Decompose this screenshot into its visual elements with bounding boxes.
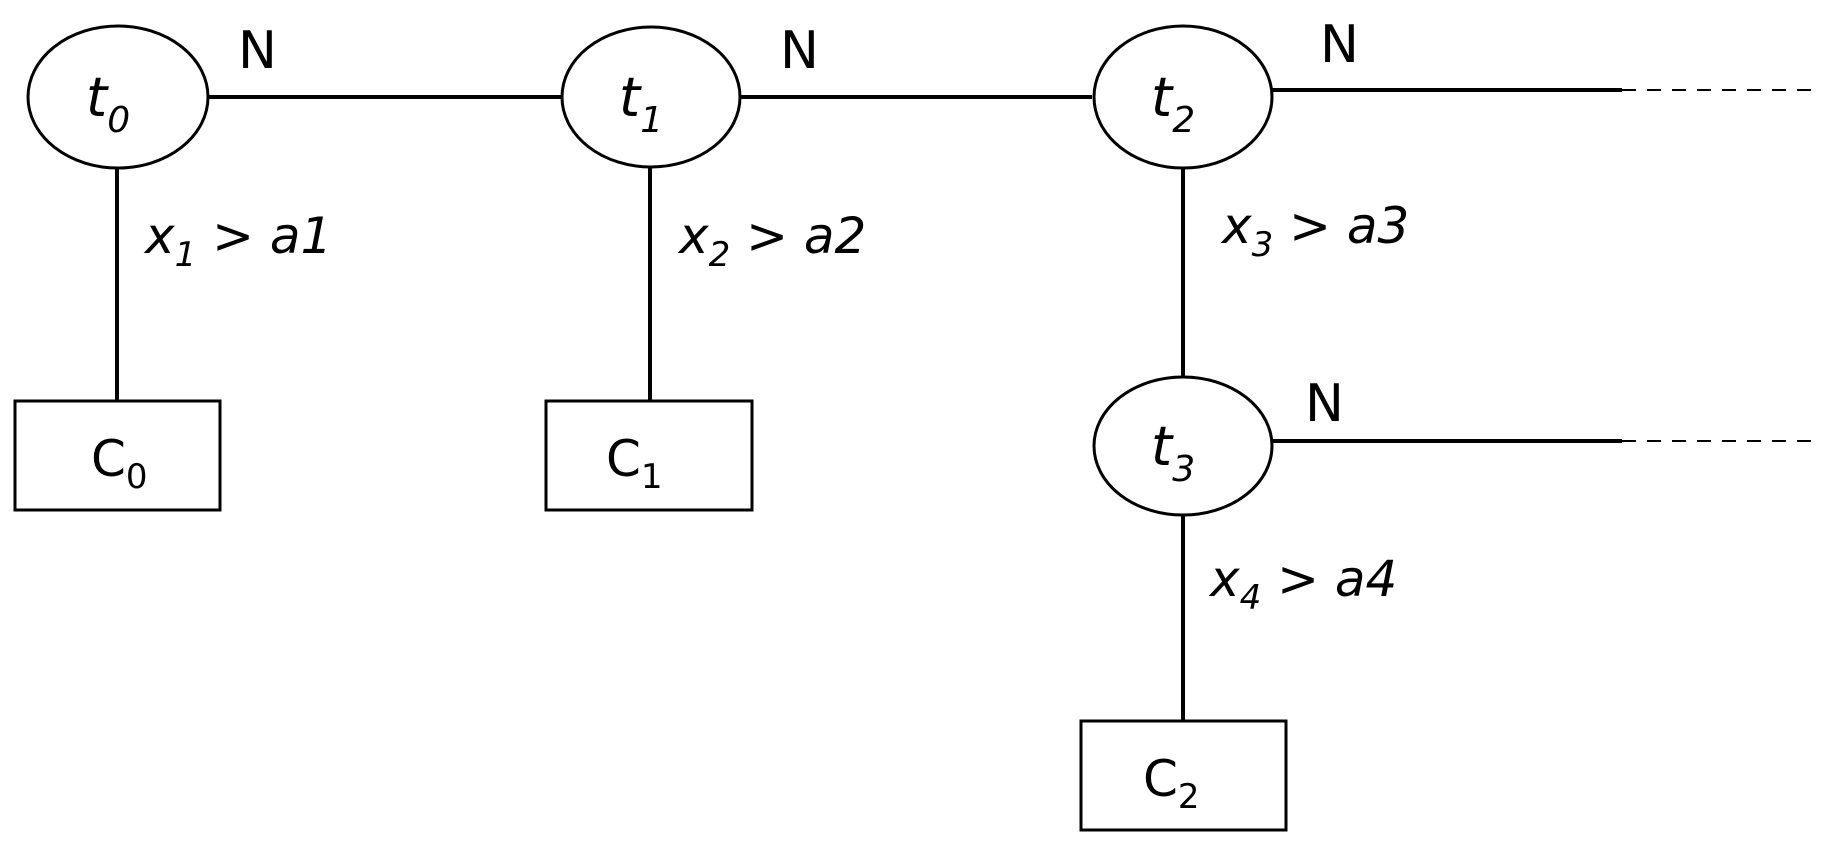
svg-text:C0: C0 xyxy=(91,430,148,497)
svg-text:t3: t3 xyxy=(1151,415,1195,490)
svg-text:t0: t0 xyxy=(86,66,130,141)
node-t3-sub: 3 xyxy=(1172,449,1195,490)
leaf-c0: C0 xyxy=(13,399,222,512)
leaf-c1-sub: 1 xyxy=(641,457,663,497)
svg-text:C1: C1 xyxy=(606,430,663,497)
node-t1: t1 xyxy=(560,25,742,169)
svg-text:C2: C2 xyxy=(1143,750,1200,817)
node-t1-sub: 1 xyxy=(640,100,663,141)
leaf-c0-sub: 0 xyxy=(126,457,148,497)
node-t0-sub: 0 xyxy=(107,100,130,141)
condition-label-3: x3 > a3 xyxy=(1220,197,1409,265)
node-t0-main: t xyxy=(86,66,109,129)
condition-label-4: x4 > a4 xyxy=(1208,550,1397,618)
edge-label-t0-t1: N xyxy=(238,21,277,81)
node-t2-sub: 2 xyxy=(1172,100,1195,141)
node-t0: t0 xyxy=(26,24,210,170)
svg-text:t2: t2 xyxy=(1151,66,1195,141)
leaf-c1: C1 xyxy=(544,399,754,512)
edge-label-t3-out: N xyxy=(1305,374,1344,434)
svg-text:t1: t1 xyxy=(619,66,663,141)
edge-label-t2-out: N xyxy=(1320,15,1359,75)
edge-label-t1-t2: N xyxy=(780,21,819,81)
leaf-c2: C2 xyxy=(1079,719,1288,832)
leaf-c2-main: C xyxy=(1143,750,1178,808)
node-t2-main: t xyxy=(1151,66,1174,129)
condition-label-2: x2 > a2 xyxy=(677,207,866,275)
leaf-c1-main: C xyxy=(606,430,641,488)
node-t1-main: t xyxy=(619,66,642,129)
condition-label-1: x1 > a1 xyxy=(143,207,332,275)
leaf-c2-sub: 2 xyxy=(1178,777,1200,817)
node-t2: t2 xyxy=(1092,24,1274,170)
node-t3: t3 xyxy=(1092,375,1274,517)
node-t3-main: t xyxy=(1151,415,1174,478)
leaf-c0-main: C xyxy=(91,430,126,488)
